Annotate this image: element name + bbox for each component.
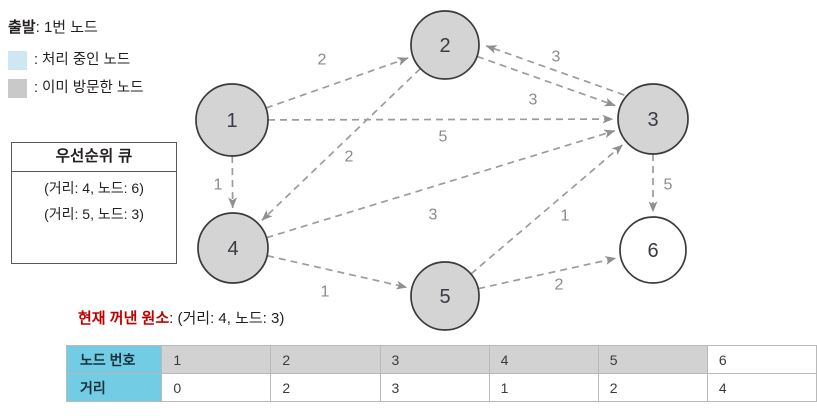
table-row-header: 거리 [65,373,163,402]
start-label: 출발 [8,19,36,36]
graph-node-label-2: 2 [439,35,450,57]
graph-nodes: 1 2 3 4 5 6 [195,10,689,331]
priority-queue-title: 우선순위 큐 [12,143,176,172]
graph-node-1[interactable]: 1 [195,83,269,157]
start-node-info: 출발: 1번 노드 [8,18,208,38]
legend-block: 출발: 1번 노드 : 처리 중인 노드 : 이미 방문한 노드 [8,18,208,105]
edge-weight-3-2: 3 [529,92,538,109]
graph-edge-4-3 [266,129,616,239]
priority-queue-item: (거리: 5, 노드: 3) [44,206,144,222]
legend-item-processing-label: : 처리 중인 노드 [34,51,131,68]
graph-node-2[interactable]: 2 [410,10,480,80]
graph-node-6[interactable]: 6 [619,216,687,284]
graph-edges [228,45,658,290]
graph-node-label-6: 6 [647,240,658,262]
table-node-number-cell: 6 [706,345,817,374]
edge-weight-3-6: 5 [664,177,673,194]
edge-weight-4-5: 1 [321,284,330,301]
graph-node-label-1: 1 [226,110,237,132]
edge-weight-2-3: 3 [552,49,561,66]
edge-weight-1-4: 1 [214,177,223,194]
edge-weight-1-2: 2 [318,52,327,69]
graph-edge-weights: 2 5 1 3 2 3 5 3 1 1 2 [214,49,673,301]
graph-edge-3-2 [485,45,625,96]
graph-node-label-3: 3 [647,109,658,131]
graph-edge-5-3 [470,144,624,275]
legend-item-processing: : 처리 중인 노드 [8,49,208,71]
graph-edge-1-3 [267,114,614,124]
graph-diagram: 2 5 1 3 2 3 5 3 1 1 2 1 2 3 4 5 6 [195,10,689,331]
table-distance-cell: 3 [379,373,490,402]
table-distance-cell: 2 [597,373,708,402]
graph-node-circle-6 [619,216,687,284]
current-popped-label: 현재 꺼낸 원소 [78,310,170,327]
table-distance-cell: 1 [488,373,599,402]
table-node-number-cell: 1 [161,345,272,374]
graph-node-circle-2 [410,10,480,80]
legend-item-visited: : 이미 방문한 노드 [8,77,208,99]
graph-edge-2-3 [476,55,616,107]
graph-node-5[interactable]: 5 [410,261,480,331]
table-distance-cell: 0 [161,373,272,402]
table-node-number-cell: 3 [379,345,490,374]
visited-color-swatch [8,78,27,98]
graph-node-4[interactable]: 4 [197,212,269,284]
table-node-number-cell: 5 [597,345,708,374]
edge-weight-5-6: 2 [555,277,564,294]
processing-color-swatch [8,50,27,70]
priority-queue-panel: 우선순위 큐 (거리: 4, 노드: 6) (거리: 5, 노드: 3) [11,142,177,264]
graph-edge-1-2 [265,57,409,109]
edge-weight-2-4: 2 [345,149,354,166]
edge-weight-5-3: 1 [561,208,570,225]
current-popped-element: 현재 꺼낸 원소: (거리: 4, 노드: 3) [78,309,284,329]
graph-node-circle-3 [617,83,689,155]
graph-node-label-5: 5 [439,286,450,308]
edge-weight-4-3: 3 [429,207,438,224]
start-value: : 1번 노드 [35,19,98,36]
graph-node-label-4: 4 [227,238,238,260]
graph-edge-2-4 [261,67,422,221]
table-node-number-cell: 2 [270,345,381,374]
graph-node-circle-5 [410,261,480,331]
graph-node-circle-4 [197,212,269,284]
table-node-number-cell: 4 [488,345,599,374]
table-distance-cell: 4 [706,373,817,402]
legend-item-visited-label: : 이미 방문한 노드 [34,79,144,96]
current-popped-value: : (거리: 4, 노드: 3) [169,310,285,327]
table-distance-cell: 2 [270,373,381,402]
graph-node-3[interactable]: 3 [617,83,689,155]
priority-queue-item: (거리: 4, 노드: 6) [44,180,144,196]
edge-weight-1-3: 5 [439,129,448,146]
table-row-header: 노드 번호 [65,345,163,374]
graph-edge-4-5 [266,254,408,290]
graph-edge-5-6 [478,256,617,290]
graph-node-circle-1 [195,83,269,157]
